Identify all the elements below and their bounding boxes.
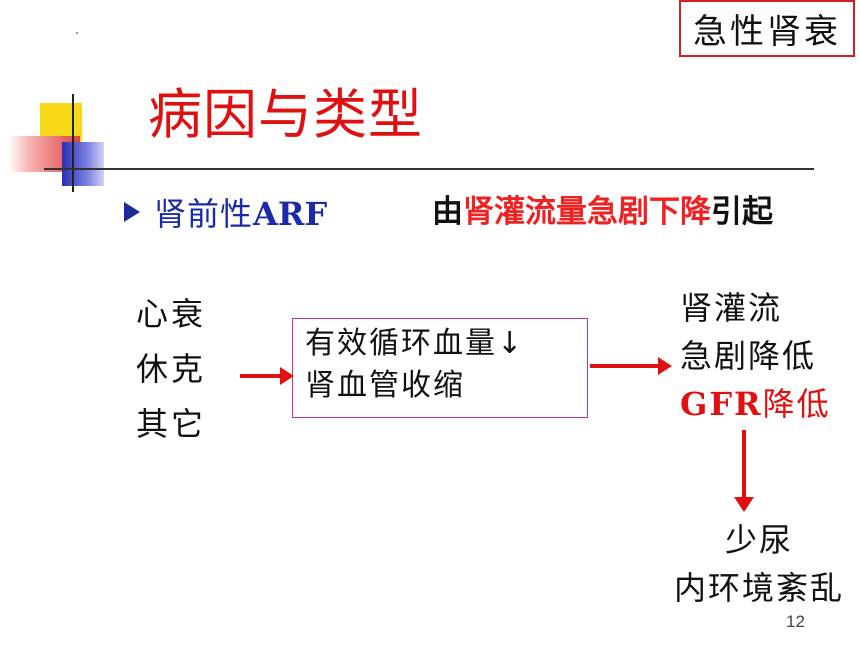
arrow-right-icon xyxy=(590,357,672,375)
cause-item: 心衰 xyxy=(136,295,207,333)
slide-title: 病因与类型 xyxy=(148,83,423,146)
cause-list: 心衰 休克 其它 xyxy=(136,290,206,455)
gfr-line: GFR降低 xyxy=(680,380,831,428)
result-line-1: 少尿 xyxy=(724,521,793,559)
bullet-prefix: 肾前性 xyxy=(154,195,254,233)
mechanism-line-1: 有效循环血量↓ xyxy=(305,326,525,361)
cause-post: 引起 xyxy=(711,194,773,230)
mechanism-line-2: 肾血管收缩 xyxy=(305,368,465,403)
bullet-text: 肾前性ARF xyxy=(154,189,327,235)
corner-topic-label: 急性肾衰 xyxy=(679,0,855,57)
result-block: 少尿 内环境紊乱 xyxy=(664,516,854,612)
outcome-block: 肾灌流 急剧降低 GFR降低 xyxy=(680,284,831,428)
mechanism-box: 有效循环血量↓ 肾血管收缩 xyxy=(292,318,588,418)
arrow-right-icon xyxy=(240,367,294,385)
cause-item: 其它 xyxy=(136,405,207,443)
outcome-line-2: 急剧降低 xyxy=(680,337,817,375)
decor-dot xyxy=(76,32,78,34)
result-line-2: 内环境紊乱 xyxy=(673,569,844,607)
cause-highlight: 肾灌流量急剧下降 xyxy=(463,194,711,230)
outcome-line-1: 肾灌流 xyxy=(680,289,783,327)
cause-pre: 由 xyxy=(432,194,463,230)
bullet-point: 肾前性ARF xyxy=(124,189,327,235)
cause-sentence: 由肾灌流量急剧下降引起 xyxy=(432,192,773,232)
bullet-suffix: ARF xyxy=(253,195,328,233)
ornament-blue-square xyxy=(62,142,104,186)
ornament-vertical-line xyxy=(72,94,74,192)
triangle-bullet-icon xyxy=(124,202,140,222)
arrow-down-icon xyxy=(734,430,754,512)
page-number: 12 xyxy=(786,612,805,631)
gfr-prefix: GFR xyxy=(680,385,763,423)
gfr-suffix: 降低 xyxy=(762,385,831,423)
cause-item: 休克 xyxy=(136,350,207,388)
title-underline xyxy=(44,168,814,170)
